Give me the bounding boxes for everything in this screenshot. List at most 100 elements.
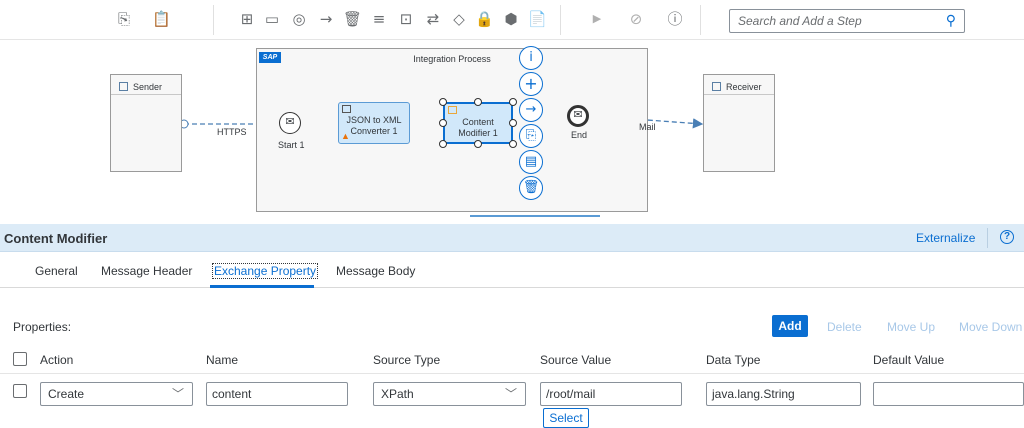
sender-title: Sender	[119, 82, 162, 92]
splitter-bar[interactable]	[470, 215, 600, 217]
search-box[interactable]: ⚲	[729, 9, 965, 33]
call-icon[interactable]: ⇄	[426, 10, 440, 28]
toolbar-separator	[213, 5, 214, 35]
data-type-field[interactable]: java.lang.String	[706, 382, 861, 406]
resize-handle[interactable]	[509, 140, 517, 148]
resize-handle[interactable]	[509, 119, 517, 127]
info-icon[interactable]: i	[519, 46, 543, 70]
palette-toolbar: ⎘ 📋 ⊞ ▭ ◎ → 🗑 ≡ ⊡ ⇄ ◇ 🔒 ⬢ 📄 ▶ ⊘ ⓘ ⚲	[0, 0, 1024, 40]
tab-general[interactable]: General	[35, 264, 78, 278]
source-value-text: /root/mail	[546, 387, 596, 401]
row-checkbox[interactable]	[13, 384, 27, 398]
name-field[interactable]: content	[206, 382, 348, 406]
resize-handle[interactable]	[439, 140, 447, 148]
header-separator	[987, 228, 988, 248]
properties-panel-header: Content Modifier Externalize ?	[0, 224, 1024, 252]
integration-flow-canvas[interactable]: Sender Receiver SAP Integration Process …	[0, 40, 1024, 221]
default-value-field[interactable]	[873, 382, 1024, 406]
connector-arrow-icon[interactable]: →	[319, 10, 333, 28]
process-icon[interactable]: ▭	[264, 10, 280, 28]
chevron-down-icon: ﹀	[171, 387, 184, 401]
help-icon[interactable]: ?	[1000, 230, 1014, 244]
paste-icon[interactable]: 📋	[152, 10, 171, 28]
resize-handle[interactable]	[509, 98, 517, 106]
source-type-value: XPath	[381, 387, 414, 401]
transformation-icon[interactable]: ⊡	[399, 10, 413, 28]
externalize-link[interactable]: Externalize	[916, 231, 976, 245]
properties-tabs: General Message Header Exchange Property…	[0, 252, 1024, 288]
action-value: Create	[48, 387, 85, 401]
envelope-icon: ✉	[285, 116, 295, 128]
connect-arrow-icon[interactable]: →	[519, 98, 543, 122]
select-button[interactable]: Select	[543, 408, 589, 428]
column-name: Name	[206, 353, 239, 367]
sap-logo: SAP	[259, 52, 281, 63]
panel-title: Content Modifier	[4, 231, 108, 246]
validator-icon[interactable]: 📄	[528, 10, 547, 28]
security-lock-icon[interactable]: 🔒	[475, 10, 494, 28]
search-input[interactable]	[738, 10, 938, 32]
properties-label: Properties:	[13, 320, 72, 334]
routing-icon[interactable]: ◇	[453, 10, 465, 28]
chevron-down-icon: ﹀	[504, 387, 517, 401]
persistence-icon[interactable]: ⬢	[504, 10, 518, 28]
events-icon[interactable]: ◎	[292, 10, 306, 28]
content-modifier-step[interactable]: Content Modifier 1	[443, 102, 513, 144]
tab-message-header[interactable]: Message Header	[101, 264, 193, 278]
active-tab-indicator	[210, 285, 314, 288]
receiver-label: Receiver	[726, 82, 762, 92]
table-header: Action Name Source Type Source Value Dat…	[0, 344, 1024, 374]
resize-handle[interactable]	[439, 119, 447, 127]
end-event-label: End	[571, 130, 588, 140]
copy-step-icon[interactable]: ⎘	[519, 124, 543, 148]
participant-icon	[712, 82, 721, 91]
toolbar-separator	[560, 5, 561, 35]
json-to-xml-label: JSON to XML Converter 1	[346, 115, 402, 136]
search-icon[interactable]: ⚲	[945, 12, 956, 28]
participants-icon[interactable]: ⊞	[240, 10, 254, 28]
receiver-title: Receiver	[712, 82, 762, 92]
tab-message-body[interactable]: Message Body	[336, 264, 416, 278]
mail-adapter-label[interactable]: Mail	[639, 122, 656, 132]
mapping-icon[interactable]: ≡	[372, 10, 386, 28]
resize-handle[interactable]	[439, 98, 447, 106]
move-up-button[interactable]: Move Up	[887, 320, 936, 334]
action-select[interactable]: Create ﹀	[40, 382, 193, 406]
column-data-type: Data Type	[706, 353, 761, 367]
resize-handle[interactable]	[474, 140, 482, 148]
source-value-field[interactable]: /root/mail	[540, 382, 682, 406]
help-circle-icon[interactable]: ⓘ	[667, 10, 683, 28]
json-to-xml-converter-step[interactable]: JSON to XML Converter 1 ▲	[338, 102, 410, 144]
copy-icon[interactable]: ⎘	[117, 10, 130, 28]
receiver-participant[interactable]: Receiver	[703, 74, 775, 172]
column-action: Action	[40, 353, 74, 367]
column-source-value: Source Value	[540, 353, 612, 367]
sender-participant[interactable]: Sender	[110, 74, 182, 172]
run-icon[interactable]: ▶	[592, 12, 602, 25]
content-modifier-label: Content Modifier 1	[458, 117, 498, 138]
move-down-button[interactable]: Move Down	[959, 320, 1023, 334]
https-adapter-label[interactable]: HTTPS	[217, 127, 247, 137]
select-all-checkbox[interactable]	[13, 352, 27, 366]
resize-handle[interactable]	[474, 98, 482, 106]
start-event[interactable]: ✉	[279, 112, 301, 134]
envelope-filled-icon: ✉	[573, 109, 583, 121]
converter-icon	[342, 105, 351, 113]
delete-tool-icon[interactable]: 🗑	[343, 10, 363, 28]
end-event[interactable]: ✉	[567, 105, 589, 127]
start-event-label: Start 1	[278, 140, 305, 150]
delete-button[interactable]: Delete	[827, 320, 862, 334]
add-step-icon[interactable]: +	[519, 72, 543, 96]
name-value: content	[212, 387, 252, 401]
integration-process-title: Integration Process	[413, 54, 491, 64]
delete-step-icon[interactable]: 🗑	[519, 176, 543, 200]
sender-label: Sender	[133, 82, 163, 92]
tab-exchange-property[interactable]: Exchange Property	[212, 263, 319, 279]
source-type-select[interactable]: XPath ﹀	[373, 382, 526, 406]
participant-icon	[119, 82, 128, 91]
column-source-type: Source Type	[373, 353, 441, 367]
add-button[interactable]: Add	[772, 315, 808, 337]
stop-icon[interactable]: ⊘	[629, 10, 643, 28]
data-type-value: java.lang.String	[712, 387, 795, 401]
paste-step-icon[interactable]: ▤	[519, 150, 543, 174]
